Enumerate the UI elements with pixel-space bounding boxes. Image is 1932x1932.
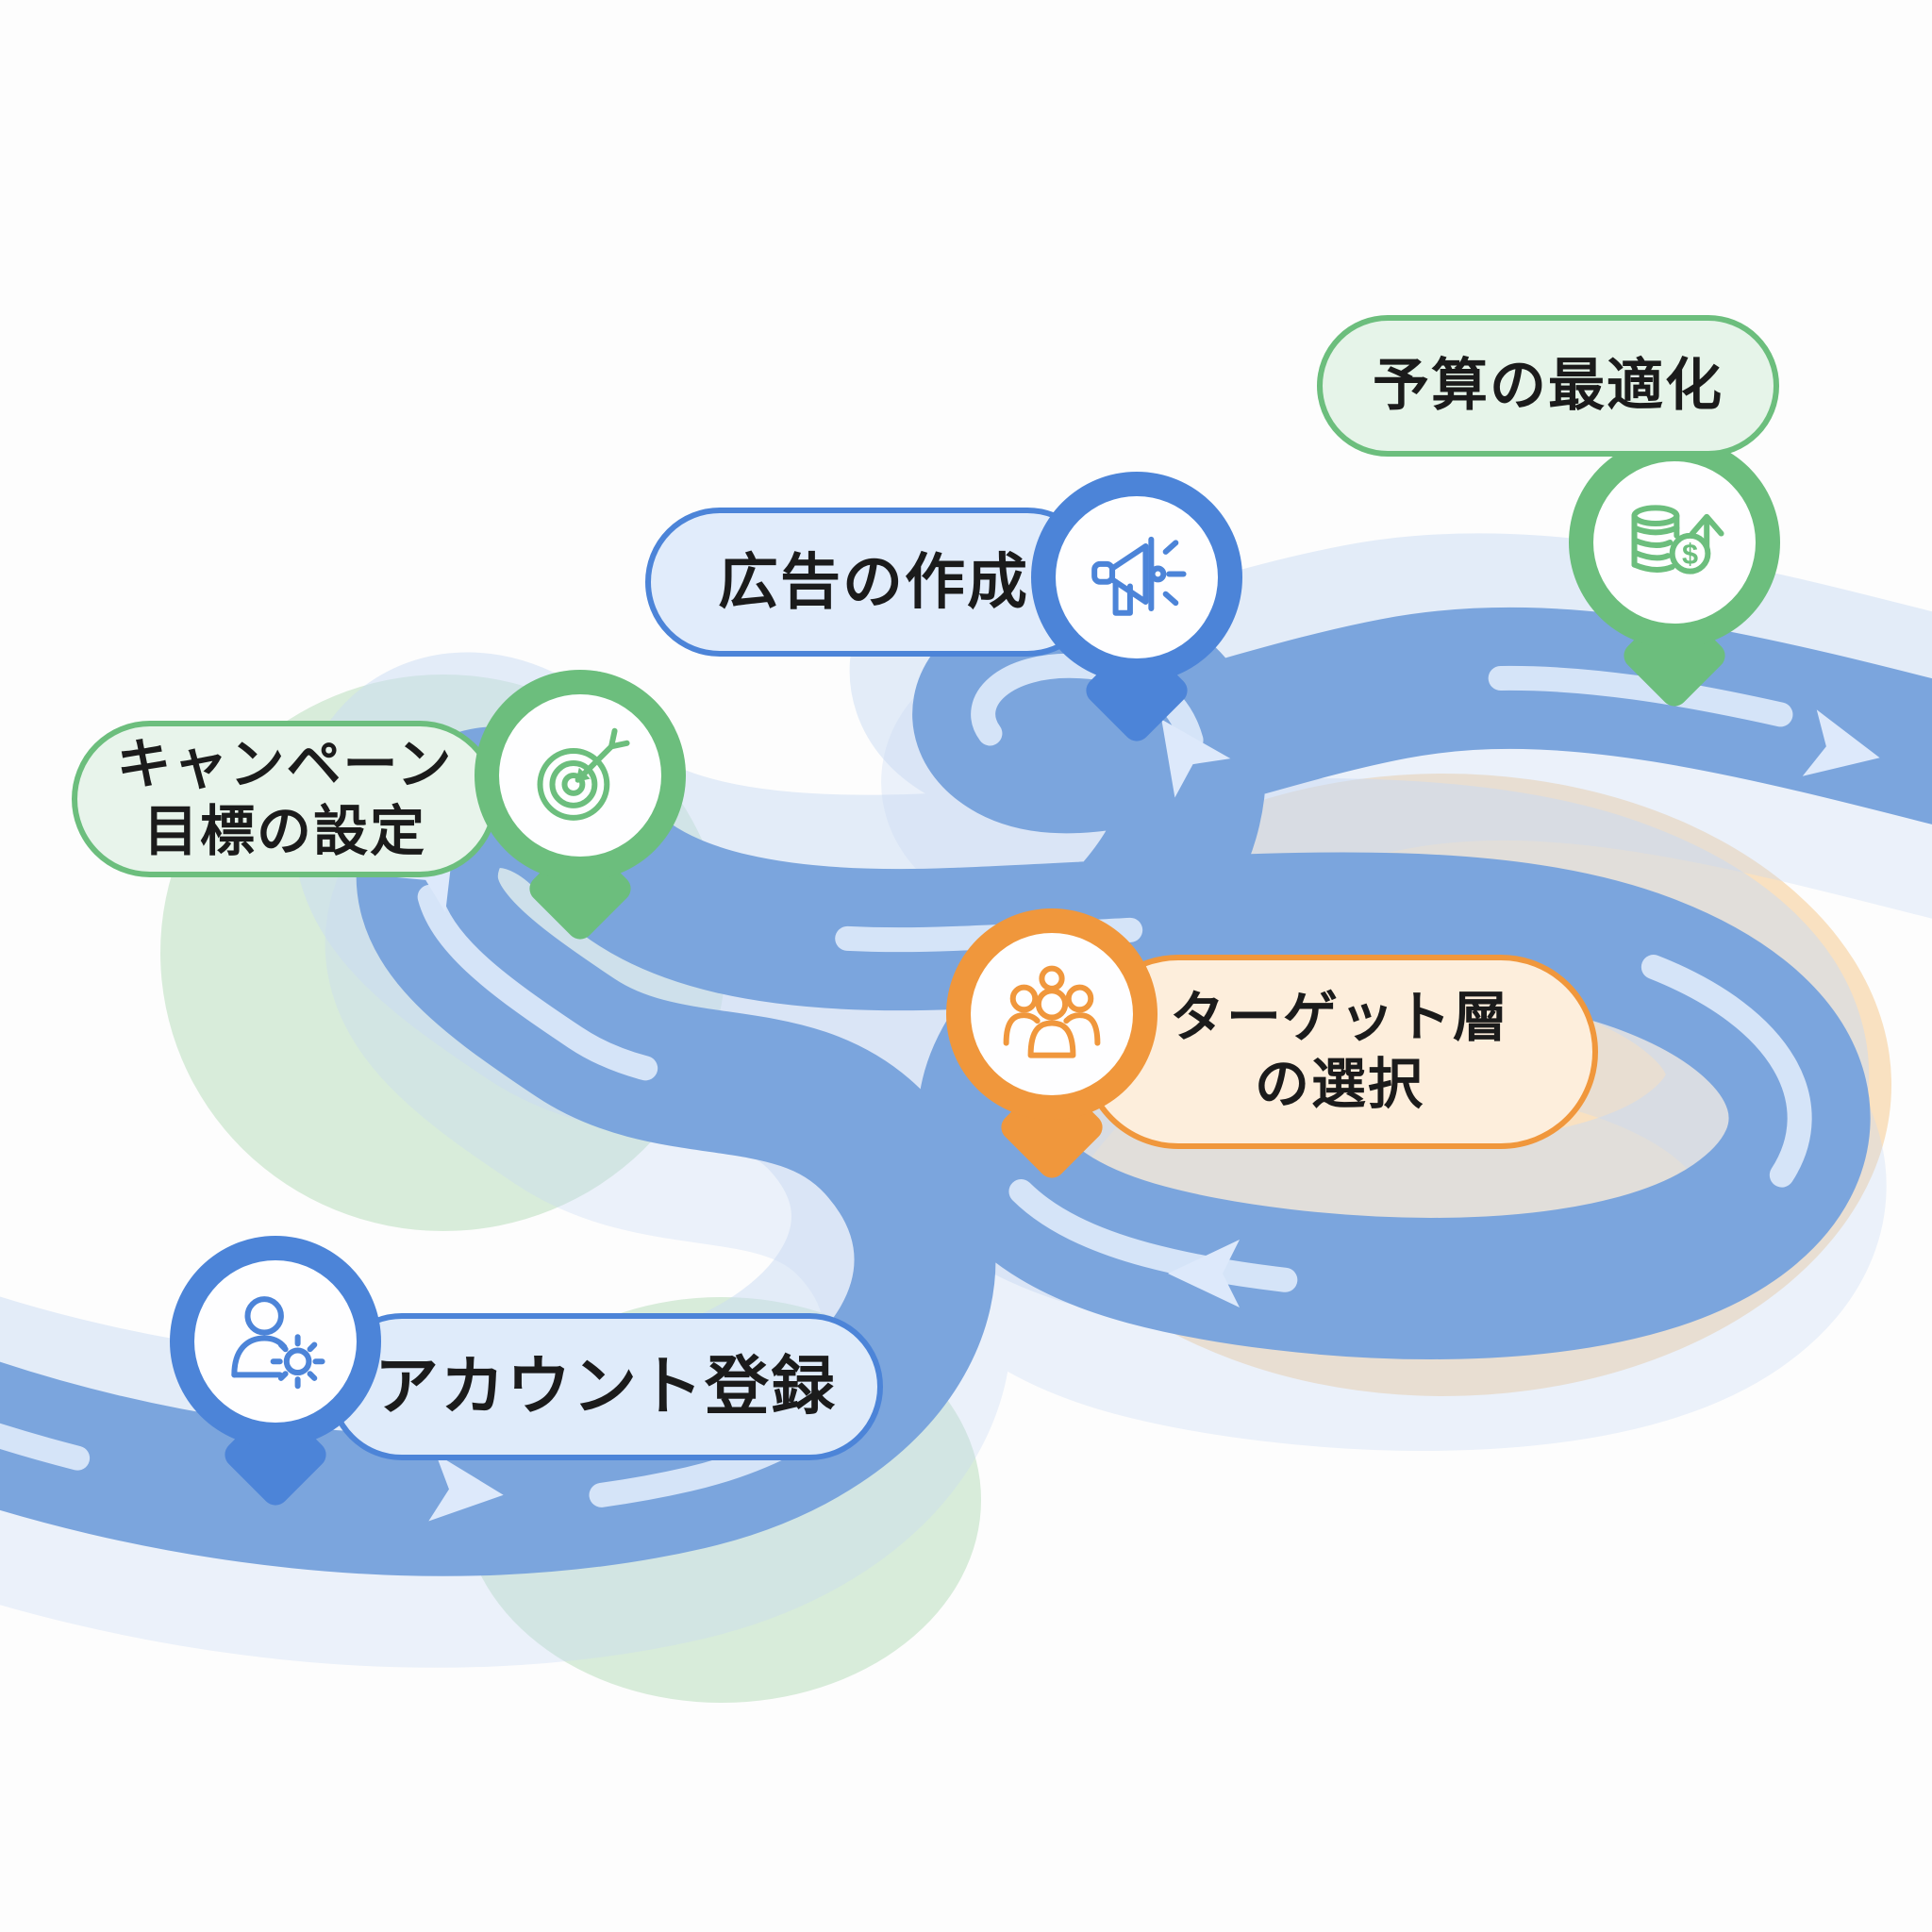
- step-label-budget-optimization: 予算の最適化: [1317, 315, 1779, 457]
- road-lane-stripe: [0, 653, 1932, 1518]
- step-label-text: 目標の設定: [142, 801, 426, 862]
- coins-up-icon: $: [1619, 487, 1730, 598]
- step-label-target-audience: ターゲット層 の選択: [1081, 955, 1598, 1149]
- megaphone-icon: [1081, 522, 1192, 633]
- user-gear-icon: [220, 1286, 331, 1397]
- step-label-account-registration: アカウント登録: [328, 1313, 883, 1460]
- flow-arrow-icon: [428, 1453, 504, 1522]
- step-label-ad-creation: 広告の作成: [645, 508, 1102, 657]
- flow-arrow-icon: [1161, 719, 1231, 798]
- step-label-campaign-goal: キャンペーン 目標の設定: [72, 721, 498, 877]
- step-label-text: の選択: [1254, 1054, 1424, 1115]
- flow-arrow-icon: [1168, 1240, 1240, 1307]
- users-group-icon: [996, 958, 1108, 1070]
- svg-text:$: $: [1682, 538, 1698, 570]
- step-label-text: ターゲット層: [1169, 987, 1509, 1049]
- step-label-text: 予算の最適化: [1373, 354, 1724, 418]
- flow-arrow-icon: [1802, 709, 1880, 776]
- step-label-text: 広告の作成: [718, 547, 1029, 616]
- target-dart-icon: [525, 720, 636, 831]
- step-label-text: アカウント登録: [374, 1350, 837, 1423]
- step-label-text: キャンペーン: [116, 734, 454, 796]
